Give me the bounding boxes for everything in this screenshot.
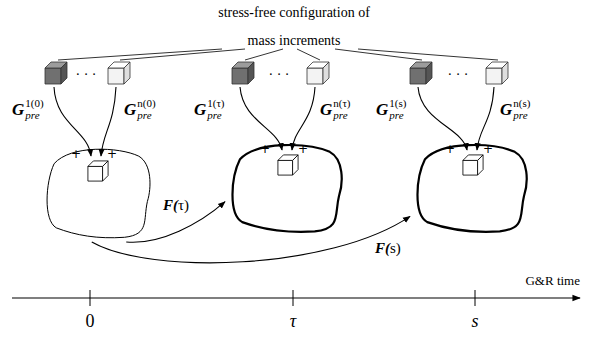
cube-face	[278, 160, 293, 175]
residual-stress-mark: +	[71, 148, 81, 160]
mass-increment-cubes	[45, 62, 508, 84]
time-tick-label: τ	[290, 312, 296, 332]
figure-title: stress-free configuration of mass increm…	[208, 0, 380, 55]
tensor-indices: n(0)pre	[137, 97, 155, 121]
residual-stress-mark: +	[260, 143, 270, 155]
tensor-subscript: pre	[137, 109, 155, 121]
body-configuration: ++	[225, 138, 347, 236]
time-tick-label: s	[471, 312, 478, 332]
tensor-indices: n(τ)pre	[333, 97, 350, 121]
body-outline-path	[47, 149, 150, 238]
tensor-symbol: G	[124, 101, 136, 118]
ellipsis-dots: · · ·	[448, 67, 469, 82]
body-configuration: ++	[410, 138, 532, 236]
prestretch-tensor-label: Gn(s)pre	[500, 97, 530, 121]
tensor-subscript: pre	[333, 109, 350, 121]
residual-stress-mark: +	[483, 143, 493, 155]
tensor-superscript: 1(τ)	[207, 97, 224, 109]
tensor-indices: 1(τ)pre	[207, 97, 224, 121]
tensor-superscript: n(0)	[137, 97, 155, 109]
ellipsis-dots: · · ·	[269, 67, 290, 82]
tensor-subscript: pre	[25, 109, 43, 121]
material-point-cube	[277, 154, 299, 176]
cube-face	[478, 155, 484, 175]
ellipsis-dots: · · ·	[76, 67, 97, 82]
body-outline	[40, 142, 155, 242]
cube-face	[88, 166, 103, 181]
residual-stress-mark: +	[107, 148, 117, 160]
tensor-superscript: 1(0)	[25, 97, 43, 109]
deformation-gradient-label: F(s)	[374, 240, 402, 257]
time-tick-label: 0	[86, 312, 95, 332]
title-leader-lines	[58, 49, 498, 60]
deformation-arrow	[92, 216, 410, 262]
tensor-symbol: G	[320, 101, 332, 118]
axis-title: G&R time	[525, 274, 580, 288]
deformation-gradient-label: F(τ)	[162, 197, 190, 214]
cube-face	[463, 160, 478, 175]
prestretch-tensor-label: Gn(0)pre	[124, 97, 156, 121]
residual-stress-mark: +	[298, 143, 308, 155]
tensor-indices: 1(0)pre	[25, 97, 43, 121]
tensor-symbol: G	[194, 101, 206, 118]
residual-stress-mark: +	[445, 143, 455, 155]
material-point-cube	[462, 154, 484, 176]
tensor-superscript: 1(s)	[389, 97, 406, 109]
prestretch-tensor-label: G1(s)pre	[376, 97, 406, 121]
tensor-subscript: pre	[389, 109, 406, 121]
body-outline	[410, 138, 532, 236]
prestretch-tensor-label: Gn(τ)pre	[320, 97, 351, 121]
tensor-subscript: pre	[207, 109, 224, 121]
tensor-indices: 1(s)pre	[389, 97, 406, 121]
prestretch-tensor-label: G1(0)pre	[12, 97, 44, 121]
tensor-subscript: pre	[513, 109, 530, 121]
body-outline-path	[232, 145, 341, 232]
tensor-superscript: n(τ)	[333, 97, 350, 109]
material-point-cube	[87, 160, 109, 182]
body-outline-path	[417, 145, 526, 232]
tensor-symbol: G	[500, 101, 512, 118]
prestretch-tensor-label: G1(τ)pre	[194, 97, 225, 121]
tensor-indices: n(s)pre	[513, 97, 530, 121]
tensor-superscript: n(s)	[513, 97, 530, 109]
cube-face	[103, 161, 109, 181]
tensor-symbol: G	[12, 101, 24, 118]
cube-face	[293, 155, 299, 175]
tensor-symbol: G	[376, 101, 388, 118]
time-axis	[12, 290, 580, 306]
body-outline	[225, 138, 347, 236]
body-configuration: ++	[40, 142, 155, 242]
